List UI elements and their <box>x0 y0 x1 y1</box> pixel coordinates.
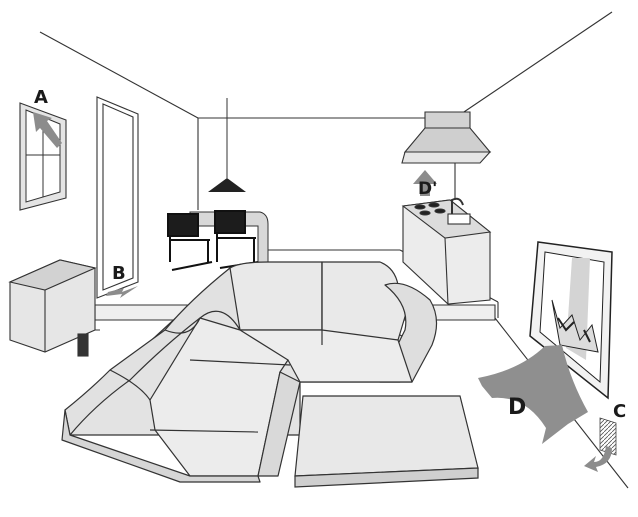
label-b: B <box>112 263 126 284</box>
pendant-lamp-icon <box>208 98 246 192</box>
table-icon <box>295 396 478 487</box>
label-c: C <box>613 401 626 422</box>
range-hood-icon <box>402 112 490 163</box>
label-a: A <box>34 87 48 108</box>
label-d: D <box>508 395 526 420</box>
kitchen-counter-icon <box>403 199 490 304</box>
label-d-prime: D' <box>418 179 437 199</box>
radiator-icon <box>10 260 95 356</box>
